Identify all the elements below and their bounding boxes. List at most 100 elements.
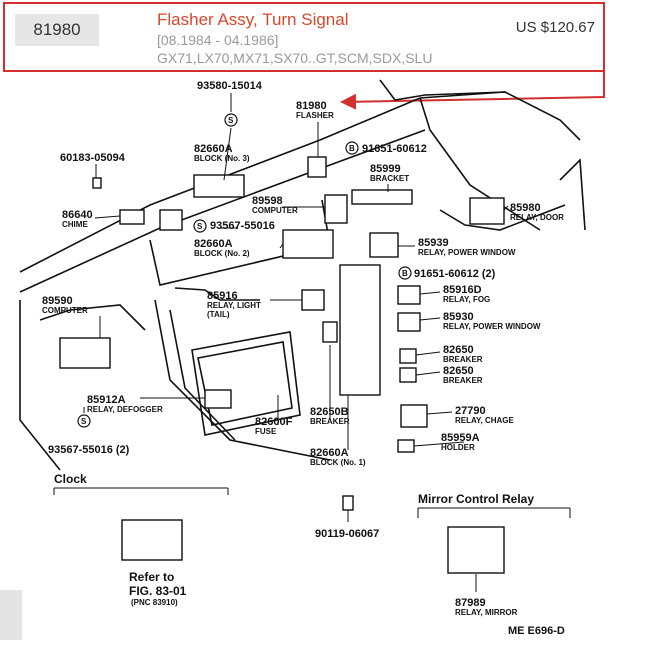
clip-icon bbox=[92, 177, 102, 189]
part-icons bbox=[59, 156, 505, 574]
chime-plug-icon bbox=[159, 209, 183, 231]
callout-85999[interactable]: 85999 bbox=[370, 163, 401, 175]
fastener-markers bbox=[77, 113, 412, 428]
callout-82600f[interactable]: 82600F bbox=[255, 416, 293, 428]
callout-85912a-name: RELAY, DEFOGGER bbox=[87, 405, 163, 414]
callout-90119-06067[interactable]: 90119-06067 bbox=[315, 528, 379, 540]
callout-93580-15014[interactable]: 93580-15014 bbox=[197, 80, 263, 92]
callout-93567-55016-2[interactable]: 93567-55016 (2) bbox=[48, 444, 130, 456]
holder-icon bbox=[397, 439, 415, 453]
screw-marker-3-label: S bbox=[81, 417, 87, 426]
relay-light-icon bbox=[301, 289, 325, 311]
part-applicability: [08.1984 - 04.1986] GX71,LX70,MX71,SX70.… bbox=[157, 32, 433, 66]
mirror-section-title: Mirror Control Relay bbox=[418, 492, 534, 506]
callout-82650-b-name: BREAKER bbox=[443, 376, 483, 385]
screw-marker-2-label: S bbox=[197, 222, 203, 231]
callout-81980[interactable]: 81980 bbox=[296, 100, 327, 112]
breaker-2-icon bbox=[399, 367, 417, 383]
relay-fog-icon bbox=[397, 285, 421, 305]
refer-to-label: Refer to bbox=[129, 570, 174, 584]
part-number: 81980 bbox=[15, 14, 99, 46]
diagram-code: ME E696-D bbox=[508, 625, 565, 637]
bracket-icon bbox=[351, 189, 413, 205]
callout-82660a-bot[interactable]: 82660A bbox=[310, 447, 349, 459]
callout-86640[interactable]: 86640 bbox=[62, 209, 93, 221]
refer-pnc-label: (PNC 83910) bbox=[131, 598, 178, 607]
relay-defogger-icon bbox=[204, 389, 232, 409]
relay-door-icon bbox=[469, 197, 505, 225]
callout-91651-60612-2[interactable]: 91651-60612 (2) bbox=[414, 268, 496, 280]
callout-85912a[interactable]: 85912A bbox=[87, 394, 126, 406]
bolt-marker-1 bbox=[345, 141, 359, 155]
bolt-icon bbox=[342, 495, 354, 511]
breaker-1-icon bbox=[399, 348, 417, 364]
callout-82650-a-name: BREAKER bbox=[443, 355, 483, 364]
callout-85939-name: RELAY, POWER WINDOW bbox=[418, 248, 516, 257]
block-no2-icon bbox=[282, 229, 334, 259]
callout-82650-a[interactable]: 82650 bbox=[443, 344, 474, 356]
callout-60183-05094[interactable]: 60183-05094 bbox=[60, 152, 126, 164]
callout-82660a-top-name: BLOCK (No. 3) bbox=[194, 154, 250, 163]
side-scroll-tab[interactable] bbox=[0, 590, 22, 640]
callout-93567-55016[interactable]: 93567-55016 bbox=[210, 220, 275, 232]
callout-82660a-bot-name: BLOCK (No. 1) bbox=[310, 458, 366, 467]
callout-85916-name1: RELAY, LIGHT bbox=[207, 301, 261, 310]
callout-85980-name: RELAY, DOOR bbox=[510, 213, 564, 222]
screw-marker-3 bbox=[77, 414, 91, 428]
screw-marker-2 bbox=[193, 219, 207, 233]
callout-87989-name: RELAY, MIRROR bbox=[455, 608, 518, 617]
callout-89590-name: COMPUTER bbox=[42, 306, 88, 315]
relay-charge-icon bbox=[400, 404, 428, 428]
screw-marker-1 bbox=[224, 113, 238, 127]
part-price: US $120.67 bbox=[515, 19, 595, 36]
callout-27790[interactable]: 27790 bbox=[455, 405, 486, 417]
computer-89598-icon bbox=[324, 194, 348, 224]
relay-pw-icon bbox=[397, 312, 421, 332]
screw-marker-1-label: S bbox=[228, 116, 234, 125]
callout-85959a-name: HOLDER bbox=[441, 443, 475, 452]
part-title-link[interactable]: Flasher Assy, Turn Signal bbox=[157, 10, 349, 29]
callout-85939[interactable]: 85939 bbox=[418, 237, 449, 249]
callout-89598[interactable]: 89598 bbox=[252, 195, 283, 207]
block-no3-icon bbox=[193, 174, 245, 198]
callout-85999-name: BRACKET bbox=[370, 174, 409, 183]
callout-82600f-name: FUSE bbox=[255, 427, 277, 436]
chime-icon bbox=[119, 209, 145, 225]
bolt-marker-1-label: B bbox=[349, 144, 355, 153]
flasher-relay-icon bbox=[307, 156, 327, 178]
callout-89590[interactable]: 89590 bbox=[42, 295, 73, 307]
callout-89598-name: COMPUTER bbox=[252, 206, 298, 215]
callout-85930-name: RELAY, POWER WINDOW bbox=[443, 322, 541, 331]
callout-82650-b[interactable]: 82650 bbox=[443, 365, 474, 377]
callout-85959a[interactable]: 85959A bbox=[441, 432, 480, 444]
callout-82660a-top[interactable]: 82660A bbox=[194, 143, 233, 155]
callout-81980-name: FLASHER bbox=[296, 111, 334, 120]
callout-85916-name2: (TAIL) bbox=[207, 310, 230, 319]
callout-85916d-name: RELAY, FOG bbox=[443, 295, 490, 304]
clock-module-icon bbox=[121, 519, 183, 561]
mirror-relay-icon bbox=[447, 526, 505, 574]
callout-85980[interactable]: 85980 bbox=[510, 202, 541, 214]
part-summary-card[interactable]: 81980 Flasher Assy, Turn Signal [08.1984… bbox=[3, 2, 605, 72]
callout-labels: 93580-15014 81980 FLASHER 91651-60612 82… bbox=[42, 80, 564, 617]
clock-section-title: Clock bbox=[54, 472, 87, 486]
computer-89590-icon bbox=[59, 337, 111, 369]
highlight-pointer bbox=[340, 72, 605, 110]
relay-power-window-icon bbox=[369, 232, 399, 258]
leader-lines bbox=[53, 93, 571, 592]
callout-87989[interactable]: 87989 bbox=[455, 597, 486, 609]
callout-82660a-mid[interactable]: 82660A bbox=[194, 238, 233, 250]
bolt-marker-2 bbox=[398, 266, 412, 280]
callout-85916[interactable]: 85916 bbox=[207, 290, 238, 302]
breaker-82650b-icon bbox=[322, 321, 338, 343]
bolt-marker-2-label: B bbox=[402, 269, 408, 278]
callout-86640-name: CHIME bbox=[62, 220, 88, 229]
callout-85916d[interactable]: 85916D bbox=[443, 284, 482, 296]
callout-27790-name: RELAY, CHAGE bbox=[455, 416, 514, 425]
callout-91651-60612[interactable]: 91651-60612 bbox=[362, 143, 427, 155]
callout-85930[interactable]: 85930 bbox=[443, 311, 474, 323]
callout-82650b[interactable]: 82650B bbox=[310, 406, 349, 418]
refer-fig-link[interactable]: FIG. 83-01 bbox=[129, 584, 187, 598]
callout-82650b-name: BREAKER bbox=[310, 417, 350, 426]
